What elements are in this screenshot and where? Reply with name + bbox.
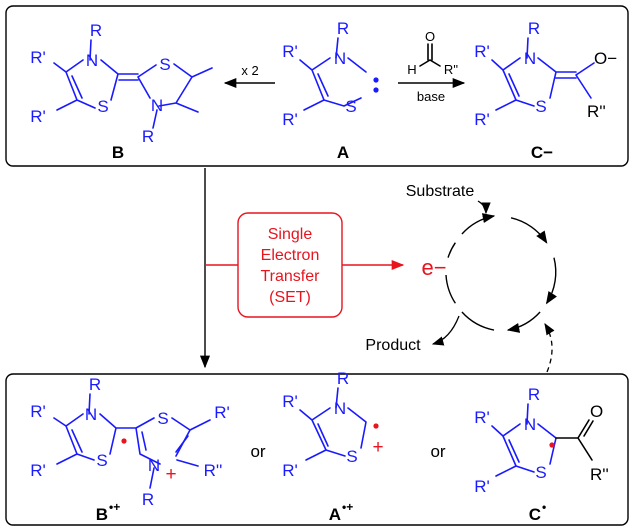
compound-b-sulfur: S xyxy=(97,97,108,116)
radical-a-charge: + xyxy=(372,437,383,458)
radical-c-oxygen: O xyxy=(590,402,603,421)
radical-b: N S S N R R R' R' R' R'' + B •+ xyxy=(30,375,230,524)
radical-a: N S R R' R' + A •+ xyxy=(282,369,383,524)
compound-a: N S R R' R' A xyxy=(282,19,379,162)
radical-b-unpaired-electron xyxy=(121,438,127,444)
or-separator-2: or xyxy=(430,442,445,461)
reagent-oxygen: O xyxy=(425,29,435,44)
radical-b-charge: + xyxy=(165,464,176,485)
radical-b-label: B xyxy=(96,505,108,524)
compound-a-r1: R' xyxy=(282,42,298,61)
compound-a-r: R xyxy=(337,19,349,38)
carbene-electron-dot xyxy=(373,87,379,93)
compound-c-anion: N S R R' R' O− R'' C− xyxy=(474,19,617,162)
radical-c-r1: R' xyxy=(474,408,490,427)
reagent-hydrogen: H xyxy=(407,62,416,77)
radical-c-label: C xyxy=(529,505,541,524)
top-panel-frame xyxy=(5,5,629,167)
radical-c-unpaired-electron xyxy=(549,442,555,448)
electron-symbol: e− xyxy=(421,255,446,280)
or-separator-1: or xyxy=(250,442,265,461)
set-line-3: Transfer xyxy=(261,268,321,285)
radical-b-label-sup: •+ xyxy=(109,500,120,514)
set-line-1: Single xyxy=(268,226,313,243)
compound-b-r1: R' xyxy=(30,48,46,67)
compound-c-nitrogen: N xyxy=(524,49,536,68)
compound-c-r: R xyxy=(528,19,540,38)
compound-b-label: B xyxy=(112,143,124,162)
catalytic-cycle xyxy=(431,200,557,373)
arrow-dimerization-label: x 2 xyxy=(241,63,258,78)
radical-c-nitrogen: N xyxy=(524,415,536,434)
radical-a-sulfur: S xyxy=(346,447,357,466)
radical-b-r1: R' xyxy=(30,402,46,421)
radical-a-r: R xyxy=(337,369,349,388)
compound-c-r1-2: R' xyxy=(474,110,490,129)
radical-c-r2: R'' xyxy=(590,465,609,484)
set-line-2: Electron xyxy=(261,247,320,264)
radical-b-r: R xyxy=(89,375,101,394)
carbene-electron-dot xyxy=(373,77,379,83)
radical-c: N S R R' R' O R'' C • xyxy=(474,385,609,524)
reagent-r2: R'' xyxy=(444,62,458,77)
compound-c-oxide: O− xyxy=(594,49,617,68)
bottom-panel-frame xyxy=(5,373,629,526)
cycle-substrate: Substrate xyxy=(406,183,475,200)
set-box xyxy=(237,212,343,318)
compound-c-label: C− xyxy=(531,143,553,162)
radical-c-sulfur: S xyxy=(535,463,546,482)
radical-c-r: R xyxy=(528,385,540,404)
radical-a-label: A xyxy=(329,505,341,524)
cycle-product: Product xyxy=(365,337,421,354)
compound-c-r1: R' xyxy=(474,42,490,61)
compound-b: N S S N R R R' R' B xyxy=(30,21,213,162)
compound-b-r: R xyxy=(90,21,102,40)
compound-a-r1-2: R' xyxy=(282,110,298,129)
radical-a-label-sup: •+ xyxy=(342,500,353,514)
radical-b-sulfur: S xyxy=(96,451,107,470)
radical-a-r1-2: R' xyxy=(282,461,298,480)
compound-a-label: A xyxy=(337,143,349,162)
radical-b-sulfur-2: S xyxy=(157,409,168,428)
compound-b-r-2: R xyxy=(142,127,154,146)
radical-b-r-2: R xyxy=(142,490,154,509)
radical-b-r1-2: R' xyxy=(30,461,46,480)
radical-b-r2: R'' xyxy=(204,461,223,480)
compound-a-sulfur: S xyxy=(345,97,356,116)
compound-a-nitrogen: N xyxy=(334,49,346,68)
radical-c-r1-2: R' xyxy=(474,477,490,496)
compound-b-r1-2: R' xyxy=(30,107,46,126)
radical-a-nitrogen: N xyxy=(334,399,346,418)
compound-c-r2: R'' xyxy=(587,102,606,121)
set-line-4: (SET) xyxy=(269,289,311,306)
radical-b-nitrogen-2: N xyxy=(148,456,160,475)
radical-a-unpaired-electron xyxy=(373,423,379,429)
radical-b-nitrogen: N xyxy=(85,405,97,424)
radical-b-r1-3: R' xyxy=(214,403,230,422)
compound-c-sulfur: S xyxy=(535,97,546,116)
compound-b-sulfur-2: S xyxy=(159,55,170,74)
compound-b-nitrogen-2: N xyxy=(151,96,163,115)
radical-c-label-sup: • xyxy=(542,500,546,514)
reagent-condition: base xyxy=(417,89,445,104)
compound-b-nitrogen: N xyxy=(86,51,98,70)
radical-a-r1: R' xyxy=(282,392,298,411)
